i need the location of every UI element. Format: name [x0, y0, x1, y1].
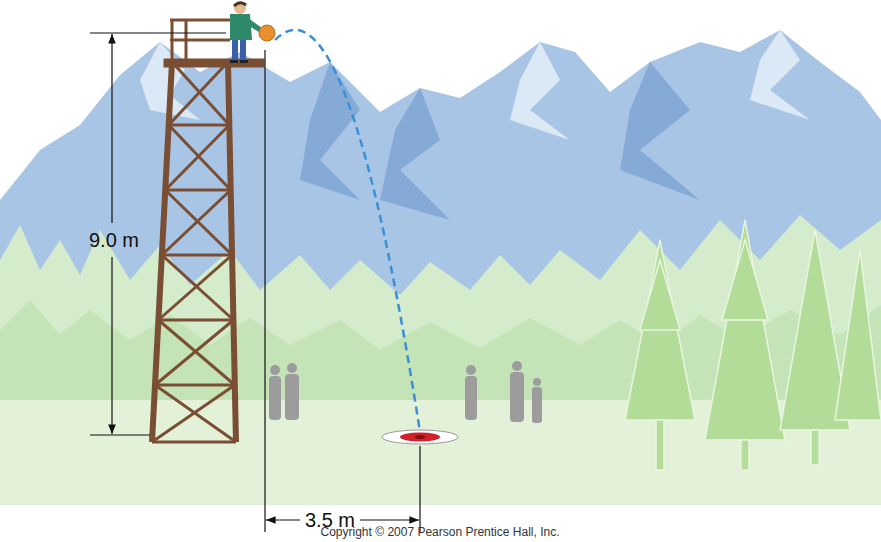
trajectory [275, 30, 420, 432]
copyright-notice: Copyright © 2007 Pearson Prentice Hall, … [321, 526, 560, 539]
person [230, 2, 262, 63]
ball [259, 25, 275, 41]
people [269, 361, 542, 423]
dimension-lines [90, 33, 420, 532]
dimension-label: 9.0 m [89, 229, 139, 251]
tower [152, 20, 263, 442]
target [382, 430, 458, 444]
pine-trees [625, 220, 881, 470]
